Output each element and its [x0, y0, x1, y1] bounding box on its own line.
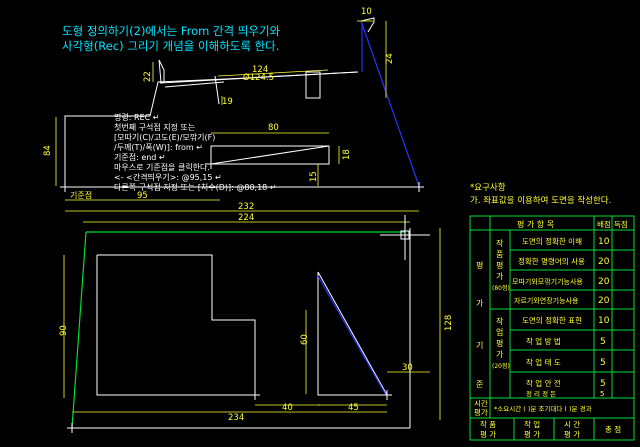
dim-30: 30 — [402, 363, 413, 373]
top-blue-lines — [360, 20, 420, 187]
footer-cell: 총 점 — [605, 424, 621, 434]
group1-label: 가 — [496, 272, 504, 281]
time-label: 시간 — [474, 398, 488, 408]
row-name: 도면의 정확한 표현 — [522, 315, 582, 325]
dim-95: 95 — [137, 191, 148, 201]
dim-24: 24 — [385, 53, 395, 64]
row-name: 자르기와연장기능사용 — [514, 296, 579, 305]
command-line: <- <간격띄우기>: @95,15 ↵ — [114, 172, 222, 182]
dim-84: 84 — [43, 145, 53, 156]
group2-label: 평 — [496, 338, 503, 348]
row-score: 10 — [598, 237, 610, 247]
group1-label: 품 — [496, 250, 503, 259]
row-name: 정확한 명령어의 사용 — [518, 256, 585, 266]
group1-label: 평 — [496, 260, 503, 270]
dim-128: 128 — [444, 315, 454, 331]
footer-cell: 작 업 — [524, 419, 540, 429]
footer-row: 작 품 평 가 작 업 평 가 시 간 평 가 총 점 — [480, 419, 621, 439]
group1-rows: 도면의 정확한 이해 10 정확한 명령어의 사용 20 모따기와모깎기기능사용… — [512, 236, 610, 306]
dim-45: 45 — [348, 403, 359, 413]
time-row: 시간 평가 *소요시간 ( )분 조기대다 ( )분 경과 — [474, 398, 592, 417]
command-line: /두께(T)/폭(W)]: from ↵ — [114, 143, 203, 152]
footer-cell: 평 가 — [564, 429, 580, 439]
row-score: 5 — [600, 379, 606, 389]
dim-124: 124 — [252, 65, 268, 75]
group2-rows: 도면의 정확한 표현 10 작 업 방 법 5 작 업 태 도 5 작 업 안 … — [522, 315, 610, 398]
command-line: 명령: REC ↵ — [114, 112, 159, 122]
row-name: 작 업 태 도 — [526, 357, 561, 367]
group2-label: 업 — [496, 328, 503, 337]
dim-232: 232 — [238, 202, 254, 212]
top-dimensions — [55, 20, 419, 212]
row-score: 20 — [598, 277, 610, 287]
top-profile — [64, 17, 375, 187]
bottom-profile — [72, 228, 411, 429]
group1-label: 작 — [496, 238, 504, 248]
row-name: 도면의 정확한 이해 — [522, 236, 582, 246]
dim-224: 224 — [238, 213, 254, 223]
row-score: 20 — [598, 257, 610, 267]
row-score: 10 — [598, 316, 610, 326]
dim-18: 18 — [342, 149, 352, 160]
row-name: 작 업 방 법 — [526, 336, 561, 346]
row-score: 5 — [600, 358, 606, 368]
command-line: 첫번째 구석점 지정 또는 — [114, 122, 195, 132]
row-name: 작 업 안 전 — [526, 378, 561, 388]
table-header-get: 득점 — [614, 219, 628, 229]
command-line: 마우스로 기준점을 클릭한다. — [114, 162, 210, 172]
row-name: 정 리 정 돈 — [526, 389, 556, 398]
group2-label: 가 — [496, 350, 504, 359]
rec-rectangle — [210, 145, 330, 165]
side-label-jun: 준 — [476, 380, 483, 389]
group1-note: (80점) — [492, 285, 510, 292]
dim-22: 22 — [143, 71, 153, 82]
command-notes: 명령: REC ↵ 첫번째 구석점 지정 또는 [모따기(C)/고도(E)/모깎… — [114, 112, 277, 192]
footer-cell: 평 가 — [480, 429, 496, 439]
dim-90: 90 — [59, 325, 69, 336]
requirements-text: 가. 좌표값을 이용하여 도면을 작성한다. — [470, 195, 611, 206]
cursor-crosshair[interactable] — [380, 215, 430, 260]
bottom-blue-diagonal — [317, 275, 387, 396]
row-score: 5 — [600, 337, 606, 347]
time-label: 평가 — [474, 407, 488, 417]
side-label-ga: 가 — [476, 299, 484, 308]
dim-10: 10 — [361, 7, 372, 17]
bottom-outer-green — [71, 231, 405, 429]
footer-cell: 작 품 — [480, 419, 496, 429]
dim-60: 60 — [300, 334, 310, 345]
side-label-pyeong: 평 — [476, 260, 483, 270]
snap-markers — [60, 159, 424, 192]
time-text: *소요시간 ( )분 조기대다 ( )분 경과 — [494, 404, 592, 413]
side-label-gi: 기 — [476, 341, 483, 350]
title-line-1: 도형 정의하기(2)에서는 From 간격 띄우기와 — [62, 24, 281, 38]
dim-124-5: Ø124.5 — [243, 72, 274, 83]
dim-19: 19 — [222, 97, 233, 107]
table-header-score: 배점 — [597, 219, 611, 229]
dim-234: 234 — [228, 413, 244, 423]
command-line: [모따기(C)/고도(E)/모깎기(F) — [114, 132, 215, 142]
requirements-title: *요구사항 — [470, 183, 506, 193]
row-score: 5 — [600, 390, 604, 398]
dim-15: 15 — [309, 171, 319, 182]
row-score: 20 — [598, 296, 610, 306]
dim-80: 80 — [268, 123, 279, 133]
footer-cell: 시 간 — [564, 419, 580, 429]
title-line-2: 사각형(Rec) 그리기 개념을 이해하도록 한다. — [62, 39, 279, 53]
eval-table-grid — [469, 215, 635, 441]
footer-cell: 평 가 — [524, 429, 540, 439]
bottom-snap-markers — [67, 390, 392, 433]
bottom-dimensions — [63, 221, 441, 420]
command-line: 기준점: end ↵ — [114, 152, 166, 162]
dim-40: 40 — [282, 403, 293, 413]
row-name: 모따기와모깎기기능사용 — [512, 277, 583, 286]
table-header-item: 평 가 항 목 — [517, 219, 554, 229]
command-line: 다른쪽 구석점 지정 또는 [치수(D)]: @80,18 ↵ — [114, 182, 277, 192]
group2-label: 작 — [496, 316, 504, 326]
group2-note: (20점) — [492, 363, 510, 370]
label-base-point: 기준점 — [70, 190, 92, 200]
